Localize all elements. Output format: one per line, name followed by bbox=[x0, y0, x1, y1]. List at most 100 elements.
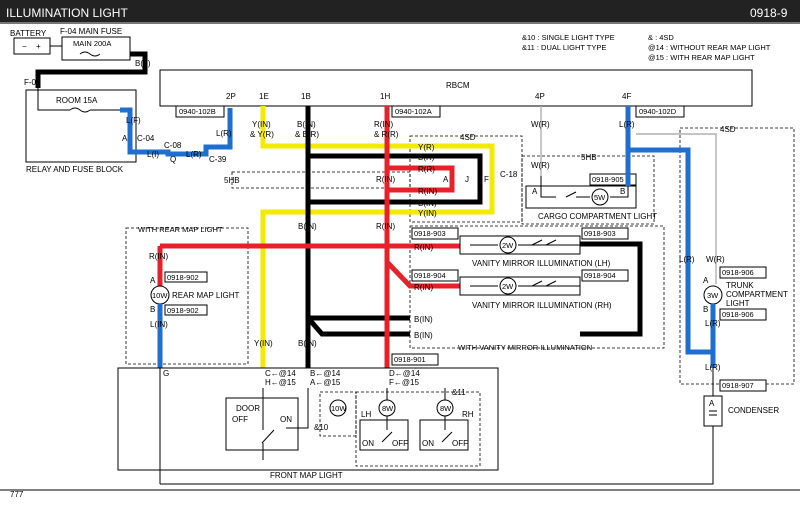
conn-0940-102d-box bbox=[635, 105, 685, 118]
conn-0918-904-left-box bbox=[411, 269, 459, 282]
fuse-icon bbox=[79, 51, 101, 57]
conn-0918-902-bot-box bbox=[164, 304, 208, 316]
wire-blue-trunk bbox=[628, 147, 716, 368]
pin-1h: 1H bbox=[380, 92, 390, 101]
wire-lf-label: L(F) bbox=[126, 116, 141, 125]
wire-bin-label-bottom: B(IN) bbox=[298, 339, 317, 348]
wire-yr-label-c18: Y(R) bbox=[418, 143, 435, 152]
group-4sd-label: 4SD bbox=[460, 133, 476, 142]
battery-label: BATTERY bbox=[10, 29, 47, 38]
ground-ref: 777 bbox=[10, 490, 24, 499]
vm-lh-label: VANITY MIRROR ILLUMINATION (LH) bbox=[472, 259, 611, 268]
conn-0940-102a: 0940-102A bbox=[395, 107, 432, 116]
wire-lr-label-trunk: L(R) bbox=[679, 255, 695, 264]
wire-yin-label-c18: Y(IN) bbox=[418, 209, 437, 218]
trunk-label-1: TRUNK bbox=[726, 281, 754, 290]
wire-rin-label-rear: R(IN) bbox=[149, 252, 168, 261]
conn-0918-904-right-box bbox=[581, 269, 629, 282]
wire-rr-label-top: & R(R) bbox=[374, 130, 399, 139]
room-fuse-icon bbox=[69, 107, 91, 113]
c39-label: C-39 bbox=[209, 155, 227, 164]
wire-black-vanity-right bbox=[580, 241, 643, 337]
wire-bin-label-rh: B(IN) bbox=[414, 331, 433, 340]
group-4sd-trunk-label: 4SD bbox=[720, 125, 736, 134]
conn-0918-902-bot: 0918-902 bbox=[167, 306, 199, 315]
wire-rin-label-mid2: R(IN) bbox=[376, 222, 395, 231]
group-rear-map bbox=[125, 227, 249, 365]
main-fuse-rating: MAIN 200A bbox=[73, 39, 111, 48]
dual-variant: &11 bbox=[452, 388, 466, 397]
cargo-pin-a: A bbox=[532, 187, 538, 196]
conn-0918-907: 0918-907 bbox=[722, 381, 754, 390]
diagram-title: ILLUMINATION LIGHT bbox=[6, 6, 128, 20]
conn-0918-902-top-box bbox=[164, 271, 208, 283]
vm-lh-watt: 2W bbox=[502, 241, 514, 250]
wire-black-c18 bbox=[308, 153, 483, 205]
wire-rin-label-top: R(IN) bbox=[374, 120, 393, 129]
vm-rh-watt: 2W bbox=[502, 282, 514, 291]
dual-rh-on: ON bbox=[422, 439, 434, 448]
wire-rin-label-rh: R(IN) bbox=[414, 283, 433, 292]
wire-li-label: L(I) bbox=[147, 150, 159, 159]
door-switch-wires bbox=[262, 388, 309, 460]
fml-variant-b14: B←@14 bbox=[310, 369, 341, 378]
trunk-label-2: COMPARTMENT bbox=[726, 290, 788, 299]
wire-yr-label-top: & Y(R) bbox=[250, 130, 274, 139]
legend-15: @15 : WITH REAR MAP LIGHT bbox=[648, 53, 755, 62]
conn-0940-102d: 0940-102D bbox=[639, 107, 677, 116]
condenser-label: CONDENSER bbox=[728, 406, 779, 415]
dual-switch-icons bbox=[381, 431, 453, 443]
group-5hb-c18 bbox=[231, 171, 411, 189]
c18-pin-j: J bbox=[465, 175, 469, 184]
dual-lh-box bbox=[359, 419, 409, 451]
conn-0940-102a-box bbox=[391, 105, 441, 118]
wire-wr-label-cargo2: W(R) bbox=[531, 161, 550, 170]
wire-bin-label-c18: B(IN) bbox=[418, 199, 437, 208]
wire-br-label-c18: B(R) bbox=[418, 153, 435, 162]
c04-pin-a: A bbox=[122, 134, 128, 143]
c08-pin-q: Q bbox=[170, 155, 176, 164]
trunk-label-3: LIGHT bbox=[726, 299, 750, 308]
wire-lr-label-1: L(R) bbox=[186, 150, 202, 159]
dual-light-wires bbox=[386, 388, 446, 430]
wire-battery-feed bbox=[35, 51, 148, 88]
relay-block-box bbox=[25, 89, 137, 163]
pin-4f: 4F bbox=[622, 92, 631, 101]
conn-0918-906-bot: 0918-906 bbox=[722, 310, 754, 319]
door-off-label: OFF bbox=[232, 415, 248, 424]
rear-map-light: 0918-902 A 10W REAR MAP LIGHT B 0918-902… bbox=[150, 271, 240, 368]
trunk-pin-a: A bbox=[703, 276, 709, 285]
dual-light-box bbox=[355, 391, 481, 467]
wire-red-vanity-rh bbox=[385, 260, 460, 289]
rbcm-module: RBCM 2P 1E 1B 1H 4P 4F 0940-102B 0940-10… bbox=[159, 69, 753, 118]
vm-lh-bulb-icon bbox=[499, 236, 517, 254]
cargo-internal bbox=[540, 176, 629, 198]
battery-symbol bbox=[13, 37, 51, 55]
vm-lh-switch-icon bbox=[531, 239, 557, 246]
conn-0918-901-box bbox=[391, 353, 439, 366]
dual-lh-watt: 8W bbox=[382, 404, 394, 413]
single-light-box bbox=[319, 391, 357, 437]
relay-internal-wire bbox=[37, 88, 70, 111]
single-bulb-icon bbox=[329, 399, 347, 417]
conn-0918-906-top: 0918-906 bbox=[722, 268, 754, 277]
main-fuse-box bbox=[61, 36, 131, 61]
fml-variant-d14: D←@14 bbox=[389, 369, 420, 378]
c18-pin-a: A bbox=[443, 175, 449, 184]
battery-minus-icon: − bbox=[22, 42, 27, 51]
door-switch-icon bbox=[261, 429, 275, 444]
dual-lh-label: LH bbox=[361, 410, 371, 419]
conn-0918-903-right-box bbox=[581, 227, 629, 240]
conn-0918-905-box bbox=[589, 173, 637, 186]
relay-block-label: RELAY AND FUSE BLOCK bbox=[26, 165, 124, 174]
pin-1e: 1E bbox=[259, 92, 269, 101]
group-rear-map-label: WITH REAR MAP LIGHT bbox=[138, 225, 223, 234]
wire-bin-label-mid: B(IN) bbox=[298, 222, 317, 231]
cargo-pin-b: B bbox=[620, 187, 625, 196]
dual-rh-watt: 8W bbox=[440, 404, 452, 413]
vanity-mirror-lh: 0918-903 0918-903 A B 2W VANITY MIRROR I… bbox=[411, 227, 629, 268]
fml-variant-f15: F←@15 bbox=[389, 378, 419, 387]
wire-br-label-top: & B(R) bbox=[295, 130, 319, 139]
wire-yin-label-bottom: Y(IN) bbox=[254, 339, 273, 348]
